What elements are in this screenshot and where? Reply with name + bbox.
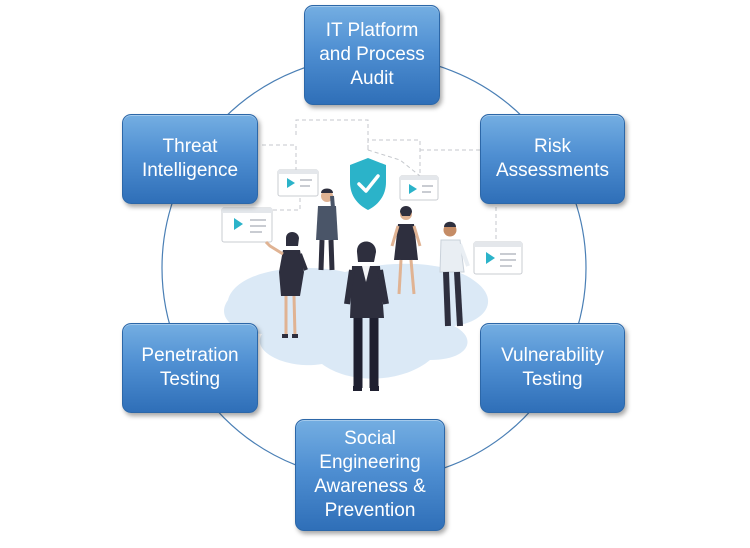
person-man-right — [439, 221, 470, 327]
video-panel-2 — [277, 169, 319, 197]
node-threat-intelligence: Threat Intelligence — [122, 114, 258, 204]
person-man-phone — [316, 188, 338, 271]
node-social-engineering: Social Engineering Awareness & Preventio… — [295, 419, 445, 531]
video-panel-1 — [221, 207, 273, 243]
person-woman-dress — [390, 206, 422, 295]
node-vulnerability-testing: Vulnerability Testing — [480, 323, 625, 413]
node-penetration-testing: Penetration Testing — [122, 323, 258, 413]
person-woman-front — [344, 241, 389, 391]
node-it-platform-audit: IT Platform and Process Audit — [304, 5, 440, 105]
shield-check-icon — [350, 158, 386, 210]
node-risk-assessments: Risk Assessments — [480, 114, 625, 204]
person-woman-left — [264, 232, 308, 338]
video-panel-4 — [473, 241, 523, 275]
video-panel-3 — [399, 175, 439, 201]
